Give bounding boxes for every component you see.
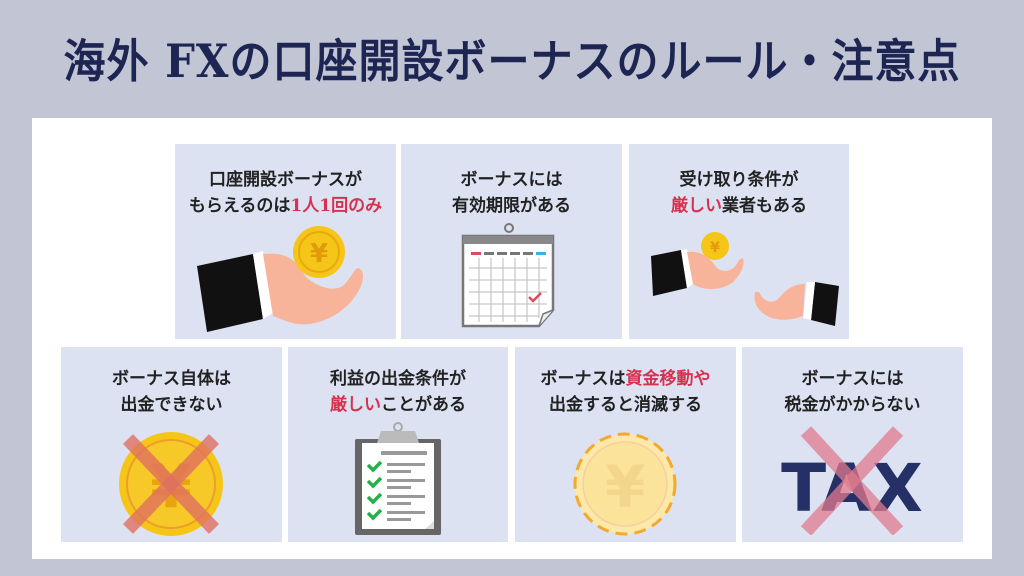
caption-text: 業者もある — [722, 196, 807, 216]
card-caption-line1: ボーナスには — [742, 367, 963, 392]
card-no-withdraw: ボーナス自体は 出金できない ¥ — [61, 347, 282, 542]
calendar-check-icon — [461, 223, 555, 328]
caption-highlight: 有効期限がある — [452, 196, 571, 216]
caption-text: ボーナスには — [801, 369, 904, 389]
card-caption-line1: ボーナスは資金移動や — [515, 367, 736, 392]
svg-text:¥: ¥ — [605, 453, 645, 521]
card-caption-line2: 税金がかからない — [742, 393, 963, 418]
caption-text: ことがある — [381, 395, 466, 415]
caption-highlight: 厳しい — [330, 395, 381, 415]
fading-yen-coin-icon: ¥ — [573, 432, 677, 536]
card-caption-line2: もらえるのは1人1回のみ — [175, 194, 396, 219]
card-caption-line1: 受け取り条件が — [629, 168, 849, 193]
card-caption-line2: 厳しい業者もある — [629, 194, 849, 219]
caption-highlight: 資金移動や — [625, 369, 711, 389]
caption-highlight: 厳しい — [671, 196, 722, 216]
caption-text: ボーナスは — [540, 369, 626, 389]
svg-text:¥: ¥ — [310, 239, 328, 269]
caption-highlight: 1人1回のみ — [290, 196, 383, 216]
clipboard-checklist-icon — [355, 422, 441, 535]
card-expiry: ボーナスには 有効期限がある — [401, 144, 622, 339]
card-one-per-person: 口座開設ボーナスが もらえるのは1人1回のみ ¥ — [175, 144, 396, 339]
card-caption-line2: 出金できない — [61, 393, 282, 418]
crossed-tax-icon: TAX — [781, 426, 923, 535]
caption-highlight: 出金すると消滅する — [549, 395, 702, 415]
caption-text: もらえるのは — [188, 196, 291, 216]
caption-highlight: 税金がかからない — [784, 395, 921, 415]
caption-highlight: ボーナス自体は — [112, 369, 231, 389]
caption-highlight: 出金できない — [120, 395, 223, 415]
page-title: 海外 FXの口座開設ボーナスのルール・注意点 — [63, 35, 961, 88]
hands-passing-coin-icon: ¥ — [651, 232, 839, 326]
caption-text: ボーナスには — [460, 170, 563, 190]
card-vanish: ボーナスは資金移動や 出金すると消滅する ¥ — [515, 347, 736, 542]
card-caption-line1: 利益の出金条件が — [288, 367, 508, 392]
card-caption-line1: 口座開設ボーナスが — [175, 168, 396, 193]
hand-with-yen-coin-icon: ¥ — [197, 226, 364, 332]
caption-text: 口座開設ボーナスが — [209, 170, 362, 190]
card-caption-line2: 出金すると消滅する — [515, 393, 736, 418]
caption-highlight: 利益の出金条件が — [330, 369, 466, 389]
card-caption-line1: ボーナスには — [401, 168, 622, 193]
card-caption-line2: 厳しいことがある — [288, 393, 508, 418]
card-no-tax: ボーナスには 税金がかからない TAX — [742, 347, 963, 542]
card-caption-line1: ボーナス自体は — [61, 367, 282, 392]
card-caption-line2: 有効期限がある — [401, 194, 622, 219]
crossed-yen-coin-icon: ¥ — [119, 432, 223, 536]
svg-text:¥: ¥ — [710, 240, 720, 256]
card-profit-withdraw: 利益の出金条件が 厳しいことがある — [288, 347, 508, 542]
caption-highlight: 受け取り条件が — [679, 170, 799, 190]
card-strict-receipt: 受け取り条件が 厳しい業者もある ¥ — [629, 144, 849, 339]
